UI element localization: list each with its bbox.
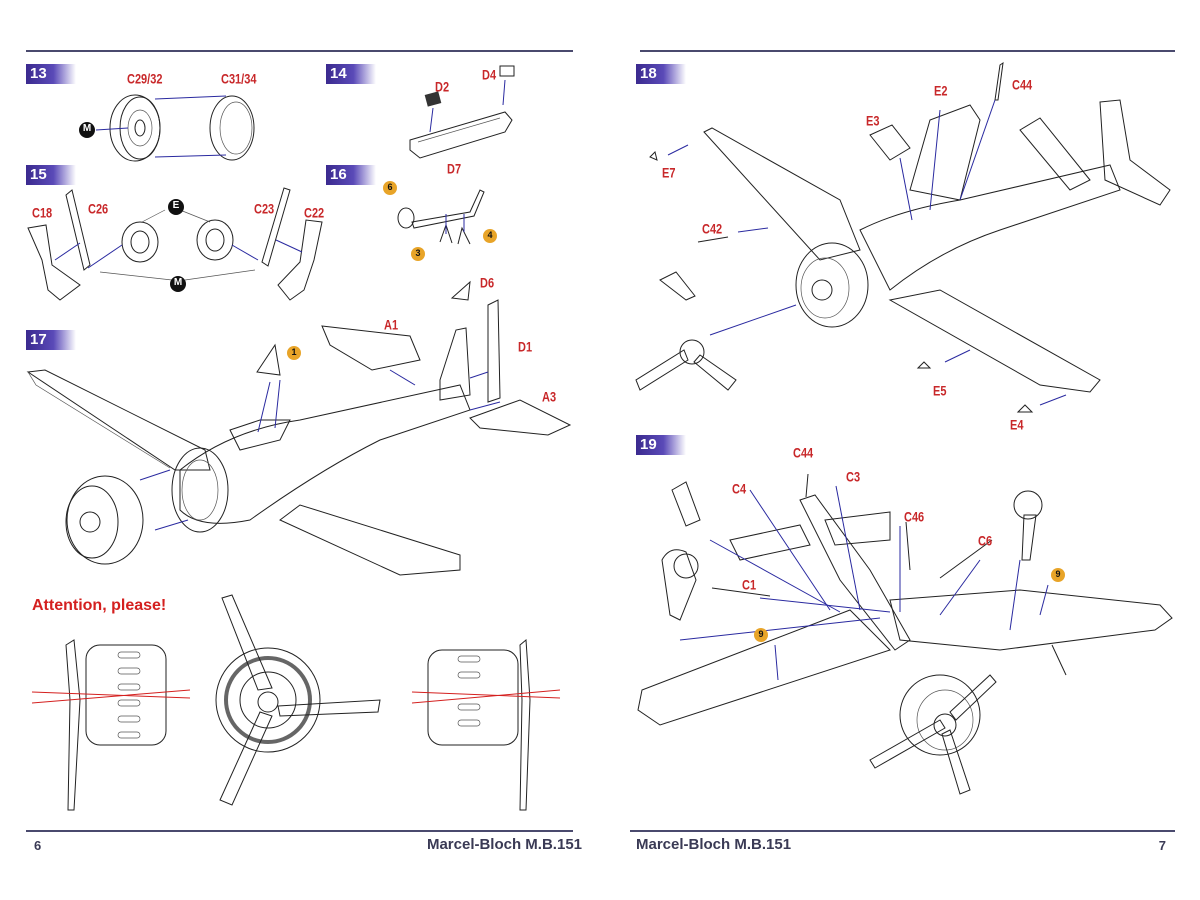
label-c44: C44 [1012,78,1033,93]
marker-9-right: 9 [1055,569,1061,579]
label-e2: E2 [934,84,948,99]
marker-m-15: M [173,277,183,288]
label-e4: E4 [1010,418,1024,433]
label-c42: C42 [702,222,723,237]
footer-title: Marcel-Bloch M.B.151 [426,836,582,853]
step-15-gear-drawing [27,187,323,301]
label-c29-32: C29/32 [127,72,163,87]
footer-title: Marcel-Bloch M.B.151 [636,836,792,853]
top-rule [26,50,573,52]
label-a1: A1 [384,318,399,333]
label-c31-34: C31/34 [221,72,257,87]
marker-3: 3 [415,248,421,258]
step-14: 14 [326,64,376,84]
marker-1: 1 [291,347,297,357]
label-e3: E3 [866,114,880,129]
label-c46: C46 [904,510,925,525]
label-c26: C26 [88,202,109,217]
step-18: 18 [636,64,686,84]
label-d7: D7 [447,162,462,177]
step-18-aircraft-drawing [635,61,1171,413]
step-16: 16 [326,165,376,185]
step-17: 17 [26,330,76,350]
step-19-aircraft-drawing [637,473,1173,795]
label-c3: C3 [846,470,861,485]
label-e7: E7 [662,166,676,181]
label-c6: C6 [978,534,993,549]
label-d2: D2 [435,80,450,95]
attention-engine-views [31,594,561,811]
marker-9-left: 9 [758,629,764,639]
marker-m-13: M [82,123,92,134]
step-19: 19 [636,435,686,455]
label-c1: C1 [742,578,757,593]
left-page: 13 14 15 16 17 C29/32 C31/34 M D2 D4 D7 [26,50,582,853]
bottom-rule [26,830,573,832]
label-d1: D1 [518,340,533,355]
right-page: 18 19 E2 C44 E3 E7 C42 E5 E4 [600,0,1200,900]
step-17-aircraft-drawing [26,280,572,576]
step-13: 13 [26,64,76,84]
marker-4: 4 [487,230,493,240]
step-14-part-drawing [409,65,515,159]
top-rule [640,50,1175,52]
step-15: 15 [26,165,76,185]
label-c23: C23 [254,202,275,217]
bottom-rule [630,830,1175,832]
step-13-wheel-drawing [79,94,255,162]
label-c4: C4 [732,482,747,497]
page-number: 6 [34,838,42,853]
label-c44-step19: C44 [793,446,814,461]
label-c22: C22 [304,206,325,221]
label-d4: D4 [482,68,497,83]
page-number: 7 [1158,838,1166,853]
label-d6: D6 [480,276,495,291]
attention-heading: Attention, please! [32,597,167,614]
label-a3: A3 [542,390,557,405]
label-c18: C18 [32,206,53,221]
marker-e-15: E [172,200,180,211]
label-e5: E5 [933,384,947,399]
step-16-tailwheel-drawing [383,181,497,261]
marker-6: 6 [387,182,393,192]
